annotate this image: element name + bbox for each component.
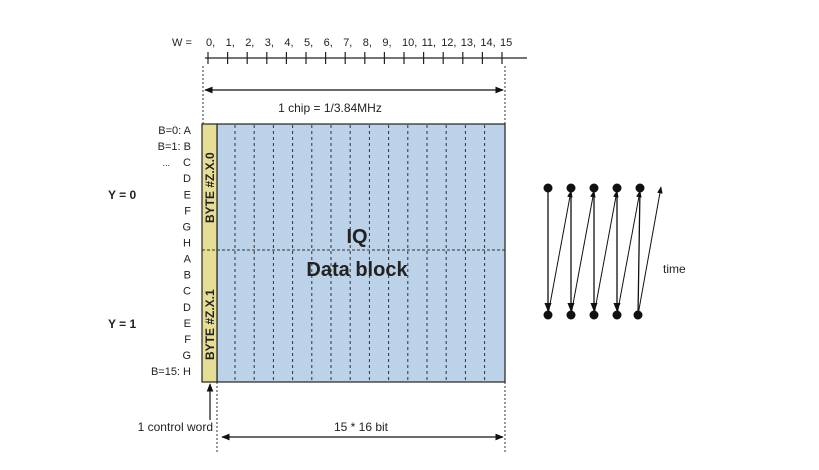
bit-row-label: H: [183, 237, 191, 249]
w-axis-label: 6,: [324, 37, 333, 49]
zigzag-bottom-dot: [589, 310, 599, 320]
w-axis-label: 5,: [304, 37, 313, 49]
w-axis-label: 14,: [480, 37, 495, 49]
w-axis-label: 10,: [402, 37, 417, 49]
byte-1-label: BYTE #Z.X.1: [203, 289, 217, 360]
bit-row-label: D: [183, 173, 191, 185]
zigzag-up-arrow: [570, 190, 596, 316]
bit-row-label: F: [184, 334, 191, 346]
w-axis-label: 7,: [343, 37, 352, 49]
time-order-zigzag: [543, 183, 663, 320]
block-title-iq: IQ: [346, 226, 367, 248]
bit-row-label: A: [184, 254, 192, 266]
bit-row-label: E: [184, 318, 191, 330]
control-word-label: 1 control word: [138, 420, 213, 434]
w-axis-label: 3,: [265, 37, 274, 49]
iq-data-block: [216, 123, 506, 383]
w-axis-prefix: W =: [172, 37, 192, 49]
zigzag-bottom-dot: [543, 310, 553, 320]
w-axis-label: 8,: [363, 37, 372, 49]
bit-row-label: B=0: A: [158, 125, 191, 137]
w-axis-label: 0,: [206, 37, 215, 49]
w-axis-label: 13,: [461, 37, 476, 49]
zigzag-down-line: [637, 187, 641, 316]
bit-row-label: C: [183, 286, 191, 298]
byte-0-label: BYTE #Z.X.0: [203, 152, 217, 223]
zigzag-top-dot: [589, 183, 599, 193]
bit-row-label: E: [184, 189, 191, 201]
y0-label: Y = 0: [108, 188, 136, 202]
zigzag-up-arrow: [616, 190, 642, 316]
block-title-data-block: Data block: [306, 259, 408, 281]
time-label: time: [663, 262, 686, 276]
bit-row-label: B: [184, 270, 191, 282]
w-axis-label: 4,: [284, 37, 293, 49]
zigzag-bottom-dot: [612, 310, 622, 320]
y1-label: Y = 1: [108, 317, 136, 331]
bit-row-label: G: [182, 350, 191, 362]
zigzag-up-arrow: [547, 190, 573, 316]
bit-row-label: D: [183, 302, 191, 314]
bit-row-label: B=1: B: [158, 141, 191, 153]
zigzag-top-dot: [635, 183, 645, 193]
w-axis-label: 15: [500, 37, 512, 49]
zigzag-up-arrow: [637, 186, 663, 316]
zigzag-top-dot: [543, 183, 553, 193]
bit-row-label: C: [183, 157, 191, 169]
bit-row-label: G: [182, 221, 191, 233]
zigzag-bottom-dot: [633, 310, 643, 320]
row-ellipsis: ...: [162, 158, 170, 168]
w-axis-label: 9,: [382, 37, 391, 49]
bit-row-label: B=15: H: [151, 366, 191, 378]
zigzag-top-dot: [612, 183, 622, 193]
control-word-column: [201, 123, 218, 383]
w-axis-label: 1,: [226, 37, 235, 49]
bit-row-label: F: [184, 205, 191, 217]
bit-span-label: 15 * 16 bit: [334, 420, 389, 434]
zigzag-up-arrow: [593, 190, 619, 316]
w-axis-label: 12,: [441, 37, 456, 49]
zigzag-bottom-dot: [566, 310, 576, 320]
zigzag-top-dot: [566, 183, 576, 193]
w-axis-label: 2,: [245, 37, 254, 49]
chip-label: 1 chip = 1/3.84MHz: [278, 101, 382, 115]
w-axis-label: 11,: [422, 37, 436, 49]
